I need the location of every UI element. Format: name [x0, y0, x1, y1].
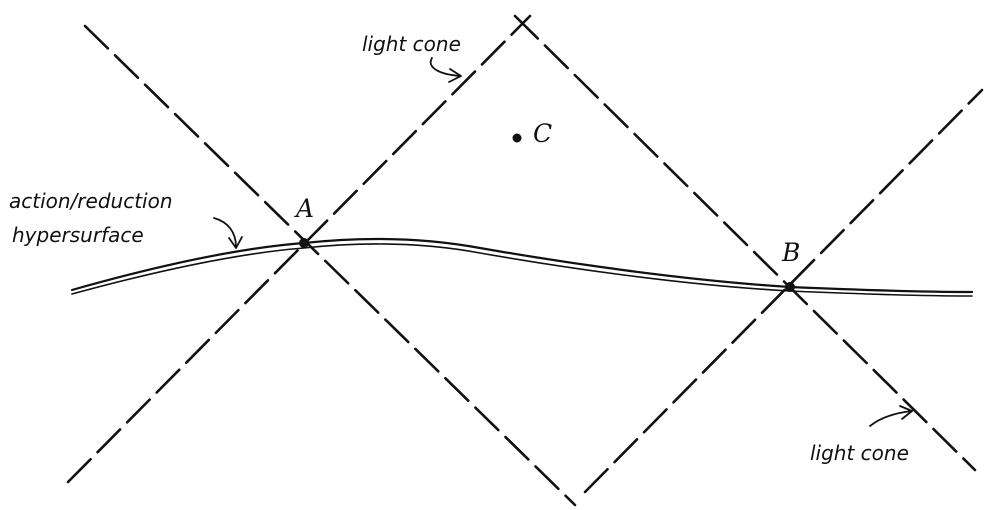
hypersurface-label-line2: hypersurface: [12, 223, 144, 247]
light-cone-top-label: light cone: [362, 32, 461, 56]
point-c-marker: [512, 133, 522, 143]
point-c-label: C: [533, 119, 552, 148]
light-cone-bottom-arrowhead: [899, 405, 913, 420]
point-b-marker: [785, 282, 795, 292]
cone-line-a-rising: [66, 14, 532, 484]
hypersurface-arrow: [213, 217, 237, 248]
light-cone-top-arrow: [429, 57, 461, 77]
point-a-label: A: [294, 194, 314, 223]
cone-line-b-falling: [513, 14, 977, 472]
hypersurface-label-line1: action/reduction: [9, 189, 173, 213]
point-a-marker: [299, 238, 309, 248]
light-cone-bottom-label: light cone: [810, 441, 909, 465]
hypersurface-arrowhead: [228, 236, 243, 249]
light-cone-bottom-arrow: [869, 410, 913, 427]
hypersurface-curve-inner: [71, 243, 973, 297]
point-b-label: B: [781, 238, 800, 267]
hypersurface-curve: [70, 237, 974, 294]
light-cone-top-arrowhead: [448, 68, 462, 83]
cone-line-a-falling: [83, 24, 577, 507]
